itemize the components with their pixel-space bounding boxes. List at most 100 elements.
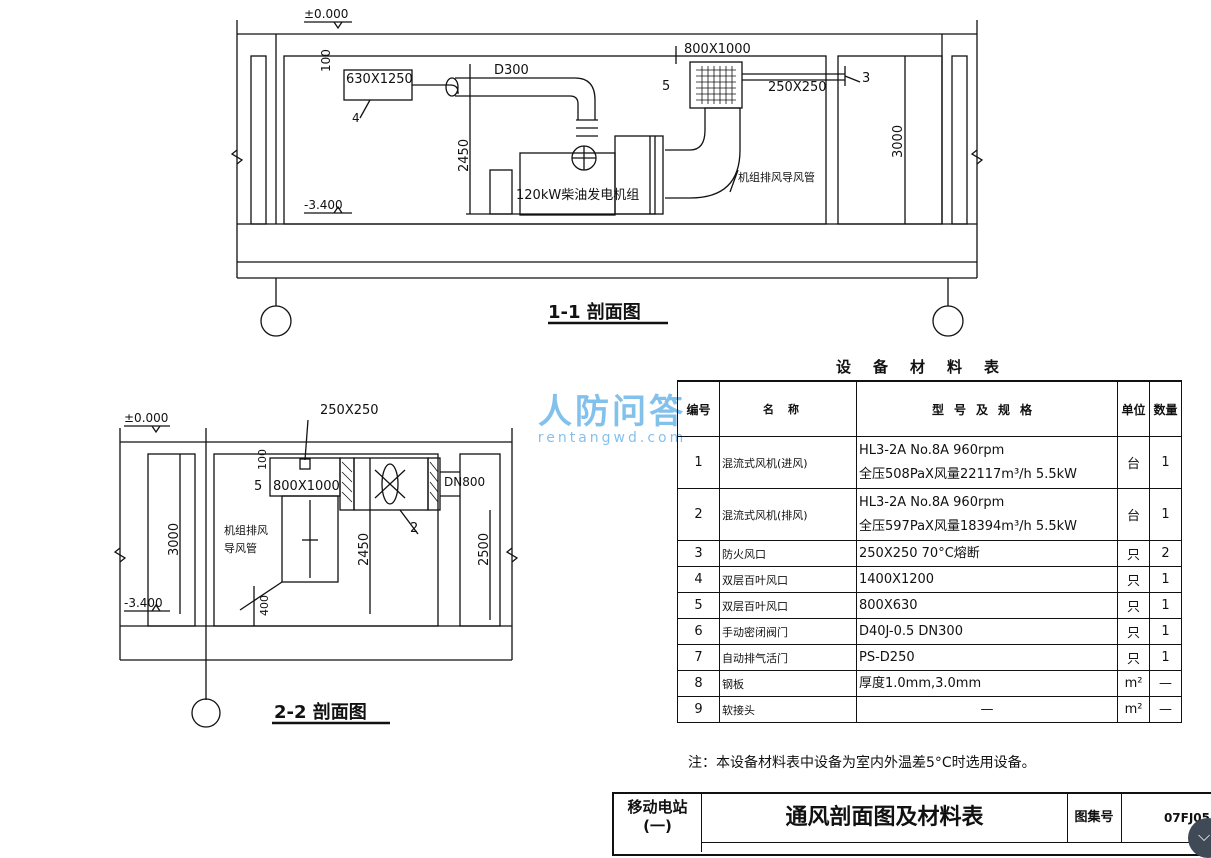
sec2-level-top: ±0.000	[124, 411, 168, 425]
row-name: 防火风口	[719, 540, 857, 567]
row-qty: 1	[1149, 644, 1182, 671]
row-unit: 台	[1117, 436, 1150, 489]
chevron-icon: ⌵	[1198, 826, 1211, 845]
table-row: 4 双层百叶风口 1400X1200 只 1	[677, 566, 1182, 593]
sec2-dim-2450: 2450	[357, 533, 372, 566]
row-no: 1	[677, 436, 720, 489]
row-spec: D40J-0.5 DN300	[856, 618, 1118, 645]
sec2-dim-2500: 2500	[477, 533, 492, 566]
sec1-dim-top: 100	[319, 49, 333, 72]
row-unit: m²	[1117, 696, 1150, 723]
sec1-level-bottom: -3.400	[304, 198, 343, 212]
sec1-dim-height: 2450	[457, 139, 472, 172]
row-qty: 1	[1149, 436, 1182, 489]
row-qty: —	[1149, 670, 1182, 697]
row-no: 5	[677, 592, 720, 619]
table-row: 2 混流式风机(排风) HL3-2A No.8A 960rpm 全压597PaX风…	[677, 488, 1182, 541]
watermark: 人防问答 rentangwd.com	[512, 394, 712, 446]
sec1-duct-800: 800X1000	[684, 42, 751, 57]
row-unit: 只	[1117, 566, 1150, 593]
spec-line: 全压597PaX风量18394m³/h 5.5kW	[859, 518, 1077, 534]
spec-line: HL3-2A No.8A 960rpm	[859, 494, 1005, 510]
row-unit: 只	[1117, 540, 1150, 567]
sec1-duct-630: 630X1250	[346, 72, 413, 87]
row-spec: 1400X1200	[856, 566, 1118, 593]
sec2-dim-3000: 3000	[167, 523, 182, 556]
sec1-duct-250: 250X250	[768, 80, 827, 95]
sec2-level-bottom: -3.400	[124, 596, 163, 610]
sec1-dim-room: 3000	[891, 125, 906, 158]
header-no: 编号	[677, 380, 720, 437]
row-no: 6	[677, 618, 720, 645]
row-qty: 1	[1149, 592, 1182, 619]
row-spec: 800X630	[856, 592, 1118, 619]
row-no: 3	[677, 540, 720, 567]
section-1-structure	[230, 20, 984, 337]
equipment-table: 编号 名称 型号及规格 单位 数量 1 混流式风机(进风) HL3-2A No.…	[677, 380, 1182, 723]
row-name: 双层百叶风口	[719, 566, 857, 593]
row-spec: 250X250 70°C熔断	[856, 540, 1118, 567]
row-unit: 台	[1117, 488, 1150, 541]
row-no: 8	[677, 670, 720, 697]
row-name: 混流式风机(排风)	[719, 488, 857, 541]
row-no: 7	[677, 644, 720, 671]
row-qty: 1	[1149, 618, 1182, 645]
row-qty: 1	[1149, 488, 1182, 541]
sec2-duct-250: 250X250	[320, 403, 379, 418]
header-name: 名称	[719, 380, 857, 437]
row-qty: —	[1149, 696, 1182, 723]
sec1-exhaust-note: 机组排风导风管	[738, 170, 815, 184]
watermark-sub: rentangwd.com	[537, 430, 687, 446]
louvre-grid	[696, 66, 736, 104]
table-row: 5 双层百叶风口 800X630 只 1	[677, 592, 1182, 619]
sec2-exhaust-note-2: 导风管	[224, 541, 257, 555]
header-unit: 单位	[1117, 380, 1150, 437]
row-spec: HL3-2A No.8A 960rpm 全压597PaX风量18394m³/h 5…	[856, 488, 1118, 541]
title-block-label: 图集号	[1067, 794, 1122, 842]
table-row: 8 钢板 厚度1.0mm,3.0mm m² —	[677, 670, 1182, 697]
sec2-title: 2-2 剖面图	[274, 701, 367, 723]
sec1-level-top: ±0.000	[304, 7, 348, 21]
row-qty: 2	[1149, 540, 1182, 567]
row-no: 4	[677, 566, 720, 593]
row-no: 2	[677, 488, 720, 541]
sec2-duct-800: 800X1000	[273, 479, 340, 494]
title-block-station: 移动电站 (一)	[614, 794, 702, 852]
table-row: 9 软接头 — m² —	[677, 696, 1182, 723]
sec2-callout-5: 5	[254, 479, 262, 494]
title-block-strip	[702, 842, 1211, 853]
row-name: 自动排气活门	[719, 644, 857, 671]
row-name: 钢板	[719, 670, 857, 697]
sec1-callout-5: 5	[662, 79, 670, 94]
spec-line: HL3-2A No.8A 960rpm	[859, 442, 1005, 458]
sec1-generator: 120kW柴油发电机组	[516, 187, 639, 203]
row-name: 软接头	[719, 696, 857, 723]
table-title: 设备材料表	[836, 358, 1022, 376]
sec1-title: 1-1 剖面图	[548, 301, 641, 323]
section-2-structure	[113, 419, 519, 728]
table-row: 7 自动排气活门 PS-D250 只 1	[677, 644, 1182, 671]
table-row: 3 防火风口 250X250 70°C熔断 只 2	[677, 540, 1182, 567]
row-unit: m²	[1117, 670, 1150, 697]
fan-hatch	[341, 461, 439, 503]
sec2-dim-100: 100	[256, 449, 269, 470]
table-header-row: 编号 名称 型号及规格 单位 数量	[677, 380, 1182, 437]
row-no: 9	[677, 696, 720, 723]
row-qty: 1	[1149, 566, 1182, 593]
row-name: 双层百叶风口	[719, 592, 857, 619]
sec1-pipe-d300: D300	[494, 63, 529, 78]
header-qty: 数量	[1149, 380, 1182, 437]
row-name: 手动密闭阀门	[719, 618, 857, 645]
row-spec: —	[856, 696, 1118, 723]
row-spec: PS-D250	[856, 644, 1118, 671]
sec1-callout-4: 4	[352, 111, 360, 125]
table-row: 6 手动密闭阀门 D40J-0.5 DN300 只 1	[677, 618, 1182, 645]
sec1-callout-3: 3	[862, 71, 870, 86]
row-unit: 只	[1117, 592, 1150, 619]
title-block: 移动电站 (一) 通风剖面图及材料表 图集号 07FJ05	[612, 792, 1211, 856]
spec-line: 全压508PaX风量22117m³/h 5.5kW	[859, 466, 1077, 482]
row-unit: 只	[1117, 618, 1150, 645]
floating-action-button[interactable]: ⌵	[1188, 818, 1211, 858]
